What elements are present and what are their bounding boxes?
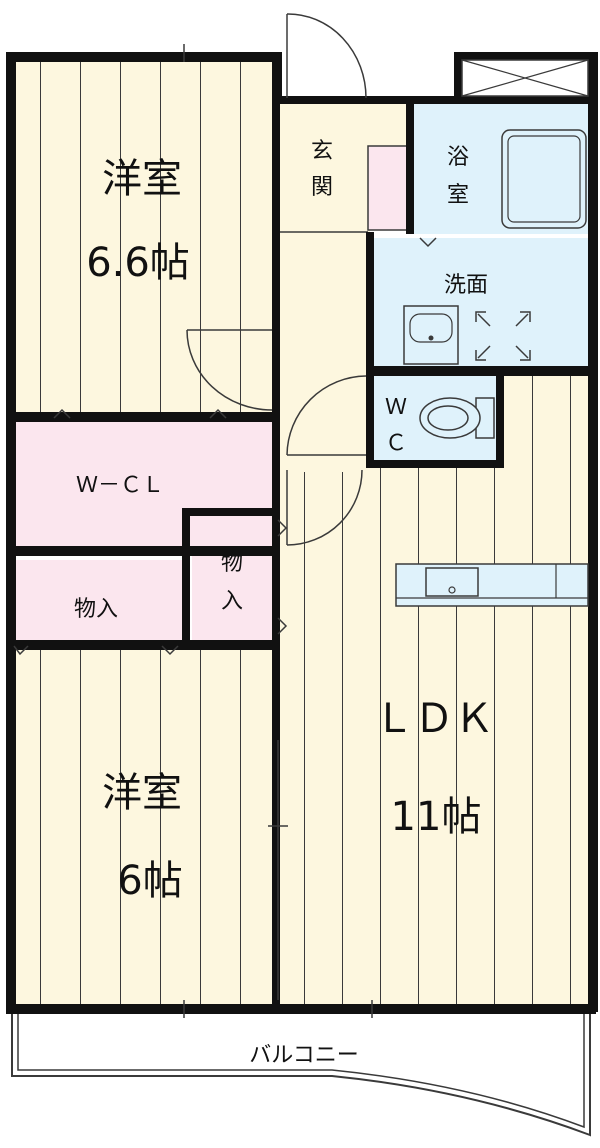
western-room-2-name: 洋室	[102, 770, 182, 816]
wcl-name: Ｗ－ＣＬ	[76, 473, 164, 498]
wc-line1: Ｗ	[385, 395, 407, 420]
storage-1-name: 物入	[74, 597, 118, 622]
washroom-name: 洗面	[444, 273, 488, 298]
storage-2-floor	[192, 514, 274, 642]
shoe-cabinet	[367, 145, 409, 231]
storage-2-line1: 物	[221, 551, 243, 576]
washing-machine-space	[475, 311, 531, 361]
western-room-1-name: 洋室	[102, 156, 182, 202]
kitchen-sink	[425, 567, 479, 597]
toilet	[419, 397, 495, 439]
western-room-2-size: 6帖	[117, 858, 182, 904]
western-room-2-floor	[14, 648, 276, 1006]
bathtub	[501, 129, 587, 229]
storage-2-line2: 入	[221, 589, 243, 614]
walls	[6, 52, 598, 1014]
ldk-size: 11帖	[391, 794, 482, 840]
wc-line2: Ｃ	[385, 431, 407, 456]
balcony-name: バルコニー	[249, 1043, 359, 1068]
western-room-1-floor	[14, 58, 276, 416]
kitchen-counter	[395, 563, 589, 607]
western-room-1-size: 6.6帖	[86, 240, 190, 286]
door-swings	[186, 329, 367, 546]
ldk-floor	[278, 372, 592, 1006]
sliding-door-marks	[13, 44, 437, 1018]
ldk-name: ＬＤＫ	[374, 696, 494, 742]
bath-line1: 浴	[447, 145, 469, 170]
bath-line2: 室	[447, 183, 469, 208]
entrance-line2: 関	[311, 175, 333, 200]
front-door	[286, 13, 367, 99]
balcony-outline	[11, 1014, 591, 1137]
washbasin	[403, 305, 459, 365]
storage-1-floor	[14, 560, 186, 642]
entrance-line1: 玄	[311, 139, 333, 164]
